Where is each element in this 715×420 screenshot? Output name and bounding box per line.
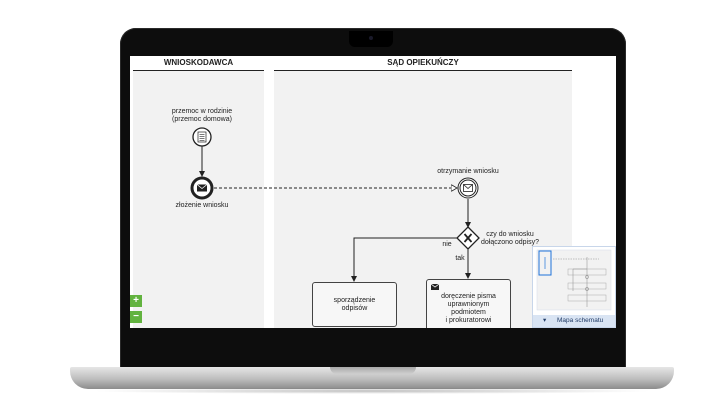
camera-icon bbox=[369, 36, 373, 40]
lane-court-header: SĄD OPIEKUŃCZY bbox=[274, 56, 572, 71]
camera-notch bbox=[349, 31, 393, 47]
start-event-label: przemoc w rodzinie (przemoc domowa) bbox=[171, 108, 233, 123]
receive-event[interactable] bbox=[457, 177, 479, 199]
start-event[interactable] bbox=[192, 127, 212, 147]
receive-event-label: otrzymanie wniosku bbox=[437, 168, 499, 175]
laptop-base bbox=[70, 367, 674, 389]
zoom-out-button[interactable]: − bbox=[130, 311, 142, 323]
send-task-envelope-icon bbox=[430, 283, 440, 290]
flow-gateway-no bbox=[351, 237, 458, 282]
gateway-no-label: nie bbox=[442, 241, 452, 248]
process-diagram bbox=[190, 127, 480, 282]
laptop-shadow bbox=[90, 388, 654, 394]
submit-event-label: złożenie wniosku bbox=[175, 202, 229, 209]
lane-applicant-header: WNIOSKODAWCA bbox=[133, 56, 264, 71]
zoom-in-button[interactable]: + bbox=[130, 295, 142, 307]
minimap-footer[interactable]: ▾ Mapa schematu bbox=[533, 315, 615, 327]
minimap-label: Mapa schematu bbox=[557, 317, 604, 324]
base-notch bbox=[330, 367, 416, 374]
screen: WNIOSKODAWCA SĄD OPIEKUŃCZY bbox=[130, 56, 616, 328]
task-deliver-letter[interactable]: doręczenie pisma uprawnionym podmiotem i… bbox=[426, 279, 511, 328]
exclusive-gateway[interactable] bbox=[456, 226, 480, 250]
task-deliver-letter-label: doręczenie pisma uprawnionym podmiotem i… bbox=[441, 293, 496, 324]
chevron-down-icon: ▾ bbox=[543, 317, 547, 324]
task-prepare-copies[interactable]: sporządzenie odpisów bbox=[312, 282, 397, 327]
minimap[interactable]: ▾ Mapa schematu bbox=[532, 246, 616, 328]
submit-event[interactable] bbox=[190, 176, 214, 200]
gateway-question-label: czy do wniosku dołączono odpisy? bbox=[481, 231, 539, 246]
minimap-preview bbox=[536, 249, 612, 311]
gateway-yes-label: tak bbox=[455, 255, 465, 262]
